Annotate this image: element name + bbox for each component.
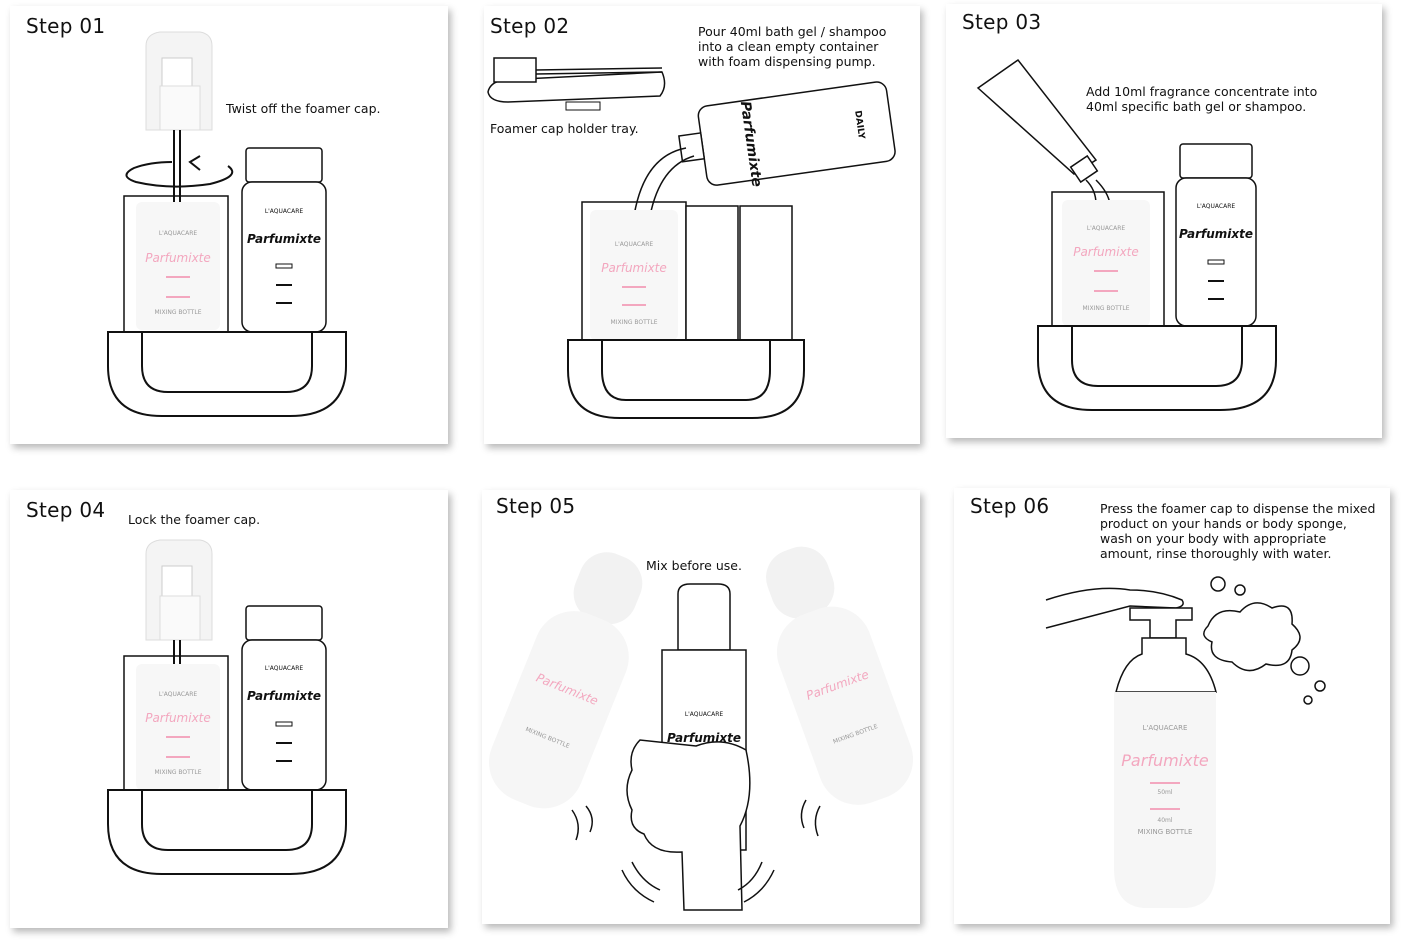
step-title: Step 04	[26, 498, 106, 522]
step-title: Step 02	[490, 14, 570, 38]
step-06-illustration: L'AQUACARE Parfumixte 50ml 40ml MIXING B…	[1045, 576, 1326, 908]
svg-text:L'AQUACARE: L'AQUACARE	[159, 230, 198, 237]
svg-text:MIXING BOTTLE: MIXING BOTTLE	[155, 769, 202, 776]
svg-text:L'AQUACARE: L'AQUACARE	[685, 711, 724, 718]
svg-text:Parfumixte: Parfumixte	[145, 251, 211, 265]
step-04-panel: Step 04 Lock the foamer cap. L'AQUACARE …	[10, 490, 448, 928]
step-03-panel: Step 03 Add 10ml fragrance concentrate i…	[946, 4, 1382, 438]
tray-caption: Foamer cap holder tray.	[490, 121, 639, 136]
svg-text:MIXING BOTTLE: MIXING BOTTLE	[155, 309, 202, 316]
cap-holder-tray-icon	[487, 57, 666, 111]
step-caption: Press the foamer cap to dispense the mix…	[1100, 501, 1376, 561]
step-05-illustration: Parfumixte MIXING BOTTLE Parfumixte MIXI…	[488, 546, 914, 911]
step-05-panel: Step 05 Mix before use. Parfumixte MIXIN…	[482, 490, 920, 924]
foamer-cap-icon	[145, 539, 213, 641]
svg-text:Parfumixte: Parfumixte	[1121, 751, 1209, 770]
svg-text:Parfumixte: Parfumixte	[601, 261, 667, 275]
svg-text:50ml: 50ml	[1157, 789, 1172, 796]
mixing-bottle-right: Parfumixte MIXING BOTTLE	[766, 546, 914, 805]
step-02-panel: Step 02 Pour 40ml bath gel / shampoo int…	[484, 6, 920, 444]
step-caption: Pour 40ml bath gel / shampoo into a clea…	[698, 24, 887, 69]
twist-arrow-icon	[125, 161, 234, 188]
step-01-panel: Step 01 Twist off the foamer cap. L'AQUA…	[10, 6, 448, 444]
step-caption: Add 10ml fragrance concentrate into 40ml…	[1086, 84, 1318, 114]
shampoo-bottle-icon: Parfumixte DAILY	[678, 81, 896, 188]
svg-text:DAILY: DAILY	[852, 110, 866, 140]
hand-icon	[626, 739, 751, 911]
step-title: Step 05	[496, 494, 576, 518]
svg-text:L'AQUACARE: L'AQUACARE	[159, 691, 198, 698]
svg-text:L'AQUACARE: L'AQUACARE	[265, 665, 304, 672]
svg-text:Parfumixte: Parfumixte	[145, 711, 211, 725]
svg-text:Parfumixte: Parfumixte	[247, 689, 321, 703]
svg-text:L'AQUACARE: L'AQUACARE	[1143, 724, 1188, 732]
svg-text:40ml: 40ml	[1157, 817, 1172, 824]
step-caption: Twist off the foamer cap.	[226, 101, 381, 116]
step-01-illustration: L'AQUACARE Parfumixte MIXING BOTTLE L'AQ…	[107, 31, 347, 417]
hand-icon	[1045, 587, 1184, 629]
mixing-bottle-left: Parfumixte MIXING BOTTLE	[488, 552, 643, 809]
step-04-illustration: L'AQUACARE Parfumixte MIXING BOTTLE L'AQ…	[107, 539, 347, 875]
svg-text:MIXING BOTTLE: MIXING BOTTLE	[611, 319, 658, 326]
step-title: Step 03	[962, 10, 1042, 34]
step-caption: Lock the foamer cap.	[128, 512, 261, 527]
svg-text:L'AQUACARE: L'AQUACARE	[1087, 225, 1126, 232]
svg-text:Parfumixte: Parfumixte	[1073, 245, 1139, 259]
fragrance-tube-icon	[976, 58, 1099, 184]
svg-text:Parfumixte: Parfumixte	[1179, 227, 1253, 241]
svg-text:L'AQUACARE: L'AQUACARE	[265, 208, 304, 215]
svg-text:L'AQUACARE: L'AQUACARE	[1197, 203, 1236, 210]
step-03-illustration: L'AQUACARE Parfumixte MIXING BOTTLE L'AQ…	[976, 58, 1277, 411]
foamer-cap-icon	[145, 31, 213, 131]
svg-text:L'AQUACARE: L'AQUACARE	[615, 241, 654, 248]
step-title: Step 06	[970, 494, 1050, 518]
foam-bubbles-icon	[1203, 576, 1326, 705]
svg-text:Parfumixte: Parfumixte	[247, 232, 321, 246]
step-06-panel: Step 06 Press the foamer cap to dispense…	[954, 488, 1390, 924]
svg-text:MIXING BOTTLE: MIXING BOTTLE	[1138, 828, 1193, 836]
foamer-bottle: L'AQUACARE Parfumixte 50ml 40ml MIXING B…	[1114, 607, 1217, 908]
step-caption: Mix before use.	[646, 558, 742, 573]
step-title: Step 01	[26, 14, 106, 38]
svg-text:MIXING BOTTLE: MIXING BOTTLE	[1083, 305, 1130, 312]
step-02-illustration: Parfumixte DAILY L'AQUACARE Parfumixte M…	[487, 57, 896, 419]
